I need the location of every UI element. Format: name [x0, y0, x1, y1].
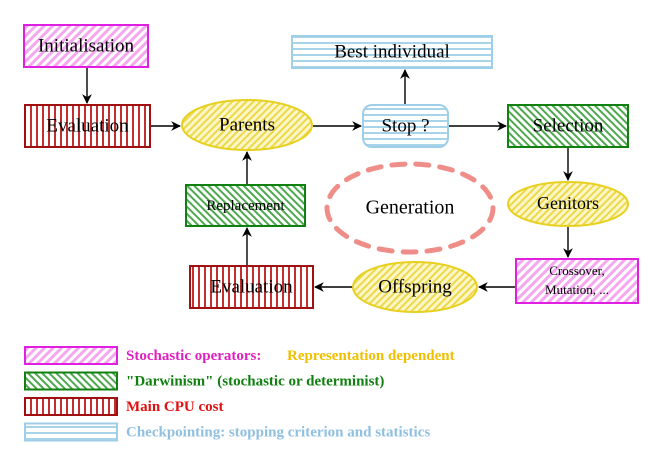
legend-label-2: Main CPU cost: [126, 399, 224, 415]
node-crossover-mutation: Crossover, Mutation, ...: [515, 258, 639, 304]
node-shape-generation: [324, 161, 496, 255]
node-shape-offspring: [352, 261, 478, 313]
node-label-evaluation-top: Evaluation: [46, 115, 129, 136]
node-selection: Selection: [507, 104, 629, 148]
node-shape-evaluation-bottom: [189, 265, 314, 309]
node-parents: Parents: [181, 99, 313, 151]
node-genitors: Genitors: [507, 181, 629, 227]
legend-layer: Stochastic operators: Representation depe…: [24, 346, 455, 442]
legend-item-0: Stochastic operators: Representation depe…: [24, 346, 455, 365]
node-stop: Stop ?: [362, 104, 449, 148]
legend-label-1: "Darwinism" (stochastic or determinist): [126, 373, 384, 389]
node-replacement: Replacement: [185, 184, 306, 227]
node-shape-genitors: [507, 181, 629, 227]
legend-label-3: Checkpointing: stopping criterion and st…: [126, 424, 430, 440]
node-best-individual: Best individual: [291, 35, 493, 69]
legend-swatch-green-hatch: [24, 371, 118, 391]
node-label-initialisation: Initialisation: [38, 35, 135, 56]
node-shape-stop: [362, 104, 449, 148]
legend-swatch-red-vstripe: [24, 397, 118, 416]
node-label-offspring: Offspring: [378, 276, 452, 297]
node-initialisation: Initialisation: [23, 24, 149, 68]
node-label-parents: Parents: [219, 114, 275, 135]
legend-item-2: Main CPU cost: [24, 397, 224, 416]
node-label-stop: Stop ?: [381, 115, 429, 136]
node-label-genitors: Genitors: [537, 193, 599, 213]
node-label-selection: Selection: [533, 115, 604, 136]
node-shape-parents: [181, 99, 313, 151]
legend-swatch-magenta-hatch: [24, 346, 118, 365]
node-label-crossover-mutation: Crossover,: [549, 263, 604, 278]
node-offspring: Offspring: [352, 261, 478, 313]
legend-item-3: Checkpointing: stopping criterion and st…: [24, 422, 430, 442]
node-label-generation: Generation: [366, 197, 455, 219]
legend-item-1: "Darwinism" (stochastic or determinist): [24, 371, 384, 391]
node-generation: Generation: [324, 161, 496, 255]
node-evaluation-top: Evaluation: [24, 104, 151, 148]
node-shape-evaluation-top: [24, 104, 151, 148]
node-shape-best-individual: [291, 35, 493, 69]
node-label-evaluation-bottom: Evaluation: [210, 276, 293, 297]
node-shape-crossover-mutation: [515, 258, 639, 304]
node-label-crossover-mutation: Mutation, ...: [545, 282, 609, 297]
legend-label-0: Stochastic operators:: [126, 348, 261, 364]
node-shape-replacement: [185, 184, 306, 227]
edges-layer: [82, 67, 573, 292]
node-label-best-individual: Best individual: [334, 41, 450, 62]
node-evaluation-bottom: Evaluation: [189, 265, 314, 309]
node-label-replacement: Replacement: [206, 198, 285, 214]
legend-label-secondary-0: Representation dependent: [287, 348, 455, 364]
node-shape-selection: [507, 104, 629, 148]
node-shape-initialisation: [23, 24, 149, 68]
legend-swatch-blue-hstripe: [24, 422, 118, 442]
